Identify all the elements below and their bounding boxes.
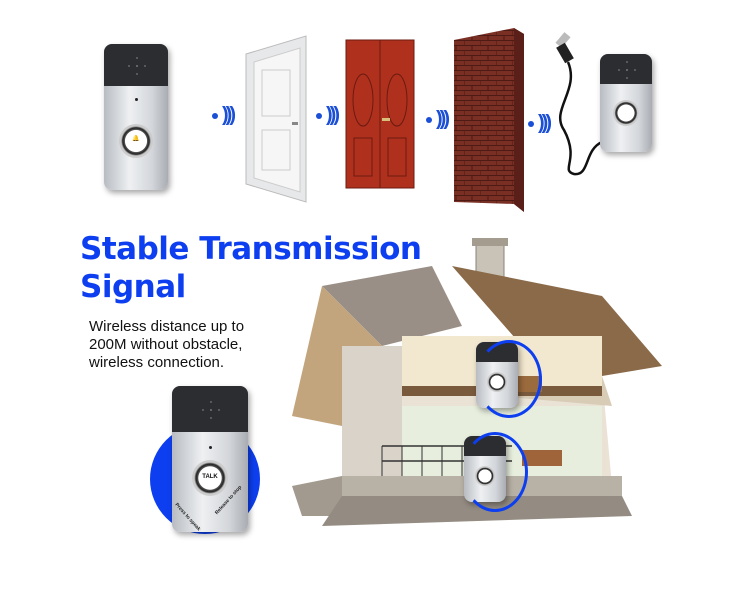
usb-cable xyxy=(555,32,603,176)
white-door xyxy=(245,35,307,203)
brick-wall xyxy=(454,28,524,212)
description-line-2: 200M without obstacle, xyxy=(89,336,243,353)
wifi-signal-icon: ))) xyxy=(528,112,552,135)
description: Wireless distance up to 200M without obs… xyxy=(89,318,244,372)
wifi-signal-icon: ))) xyxy=(212,104,236,127)
receiver-highlight-circle xyxy=(476,340,542,418)
transmitter-device-large: TALK Press to speak Release to stop xyxy=(172,386,248,532)
talk-label: TALK xyxy=(202,474,218,480)
red-door xyxy=(345,39,415,189)
bell-icon: 🔔 xyxy=(119,124,153,158)
bell-icon xyxy=(613,100,639,126)
wifi-signal-icon: ))) xyxy=(426,108,450,131)
press-to-speak-label: Press to speak xyxy=(173,502,202,532)
receiver-highlight-circle xyxy=(462,432,528,512)
description-line-1: Wireless distance up to xyxy=(89,318,245,335)
talk-button: TALK xyxy=(192,460,228,496)
house-cutaway xyxy=(292,238,662,526)
transmitter-device: 🔔 xyxy=(104,44,168,190)
speaker-grille xyxy=(104,44,168,86)
receiver-device xyxy=(600,54,652,152)
wifi-signal-icon: ))) xyxy=(316,104,340,127)
headline-line-2: Signal xyxy=(80,269,186,305)
headline: Stable Transmission Signal xyxy=(80,230,422,306)
description-line-3: wireless connection. xyxy=(89,354,225,371)
headline-line-1: Stable Transmission xyxy=(80,231,422,267)
